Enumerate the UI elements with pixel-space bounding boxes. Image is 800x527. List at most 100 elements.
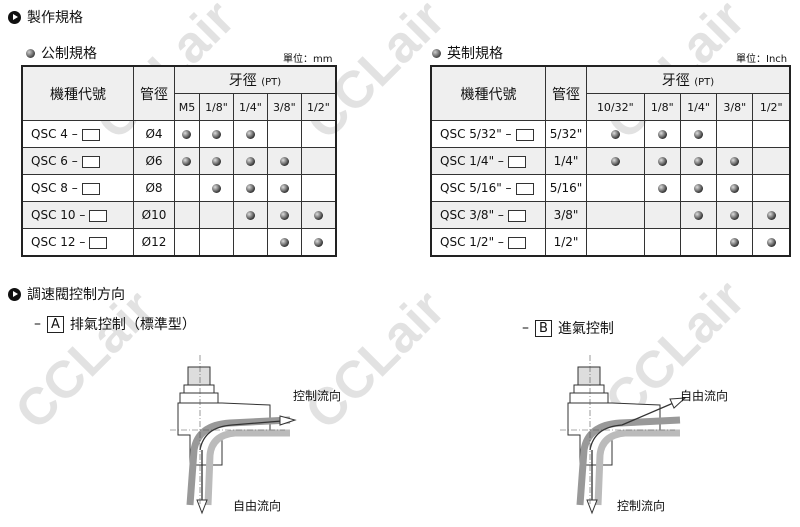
type-b-label: 進氣控制 [557, 321, 614, 337]
availability-cell [679, 174, 718, 202]
metric-title: 公制規格 [26, 43, 97, 63]
thread-col-header: 1/2" [300, 93, 337, 121]
availability-cell [198, 228, 234, 257]
thread-col-header: 1/2" [752, 93, 791, 121]
header-code: 機種代號 [430, 65, 546, 121]
thread-col-header: 1/8" [198, 93, 234, 121]
thread-col-header: 1/8" [643, 93, 681, 121]
availability-cell [266, 147, 302, 175]
availability-cell [198, 201, 234, 229]
available-dot-icon [245, 184, 255, 193]
valve-diagram-a [170, 355, 297, 515]
model-code-text: QSC 1/4" – [440, 154, 504, 168]
pipe-size: Ø12 [133, 228, 175, 257]
blank-box [515, 128, 534, 141]
blank-box [81, 182, 100, 195]
ball-bullet-icon [26, 48, 35, 58]
type-a-label: 排氣控制（標準型） [69, 317, 196, 333]
availability-cell [586, 228, 645, 257]
availability-cell [716, 201, 754, 229]
table-row: QSC 1/2" – 1/2" [430, 228, 791, 257]
pipe-size: Ø8 [133, 174, 175, 202]
model-code: QSC 1/4" – [430, 147, 546, 175]
pipe-size: 1/2" [545, 228, 587, 257]
table-row: QSC 8 –Ø8 [21, 174, 337, 202]
pt-label: (PT) [261, 77, 282, 88]
availability-cell [679, 201, 718, 229]
available-dot-icon [279, 184, 289, 193]
ball-bullet-icon [432, 48, 441, 58]
availability-cell [266, 120, 302, 148]
inch-title-text: 英制規格 [447, 46, 503, 62]
availability-cell [266, 174, 302, 202]
control-flow-arrow [199, 420, 283, 451]
blank-box [507, 209, 526, 222]
availability-cell [586, 120, 645, 148]
table-row: QSC 3/8" –3/8" [430, 201, 791, 229]
header-pipe: 管徑 [133, 65, 175, 121]
inch-unit: 單位：Inch [736, 54, 788, 65]
available-dot-icon [313, 238, 323, 247]
table-row: QSC 5/16" –5/16" [430, 174, 791, 202]
availability-cell [679, 120, 718, 148]
model-code-text: QSC 5/32" – [440, 127, 512, 141]
model-code: QSC 10 – [21, 201, 134, 229]
thread-label: 牙徑 [228, 73, 257, 89]
type-a-heading: – A 排氣控制（標準型） [34, 314, 196, 334]
available-dot-icon [694, 211, 704, 220]
header-thread: 牙徑 (PT) [174, 65, 337, 94]
model-code-text: QSC 1/2" – [440, 235, 504, 249]
availability-cell [266, 201, 302, 229]
table-row: QSC 5/32" –5/32" [430, 120, 791, 148]
type-a-side-label: 控制流向 [293, 389, 342, 403]
available-dot-icon [694, 157, 704, 166]
availability-cell [174, 120, 200, 148]
valve-diagram-b [560, 355, 687, 515]
type-a-letter: A [47, 315, 64, 333]
pipe-size: Ø4 [133, 120, 175, 148]
metric-unit: 單位：mm [283, 54, 333, 65]
thread-col-header: 1/4" [679, 93, 718, 121]
availability-cell [266, 228, 302, 257]
model-code-text: QSC 4 – [31, 127, 78, 141]
model-code: QSC 5/16" – [430, 174, 546, 202]
availability-cell [643, 228, 681, 257]
availability-cell [716, 147, 754, 175]
available-dot-icon [657, 184, 667, 193]
available-dot-icon [211, 130, 221, 139]
type-a-down-label: 自由流向 [233, 499, 282, 513]
availability-cell [643, 120, 681, 148]
available-dot-icon [657, 157, 667, 166]
availability-cell [232, 174, 268, 202]
available-dot-icon [245, 211, 255, 220]
availability-cell [198, 120, 234, 148]
pipe-size: 3/8" [545, 201, 587, 229]
availability-cell [752, 120, 791, 148]
direction-title-text: 調速閥控制方向 [27, 287, 125, 303]
table-row: QSC 10 – Ø10 [21, 201, 337, 229]
model-code-text: QSC 5/16" – [440, 181, 512, 195]
available-dot-icon [610, 157, 620, 166]
type-b-letter: B [535, 319, 552, 337]
available-dot-icon [245, 130, 255, 139]
available-dot-icon [211, 157, 221, 166]
watermark-logo: CCLair [294, 279, 457, 441]
thread-col-header: 10/32" [586, 93, 645, 121]
availability-cell [752, 228, 791, 257]
availability-cell [586, 201, 645, 229]
model-code: QSC 3/8" – [430, 201, 546, 229]
pipe-size: Ø6 [133, 147, 175, 175]
model-code-text: QSC 10 – [31, 208, 86, 222]
type-b-down-label: 控制流向 [617, 499, 666, 513]
table-row: QSC 6 – Ø6 [21, 147, 337, 175]
pipe-size: Ø10 [133, 201, 175, 229]
availability-cell [198, 147, 234, 175]
availability-cell [232, 201, 268, 229]
availability-cell [752, 201, 791, 229]
model-code: QSC 4 – [21, 120, 134, 148]
dash: – [522, 320, 529, 336]
available-dot-icon [279, 157, 289, 166]
play-bullet-icon [8, 10, 21, 24]
availability-cell [586, 147, 645, 175]
model-code-text: QSC 6 – [31, 154, 78, 168]
